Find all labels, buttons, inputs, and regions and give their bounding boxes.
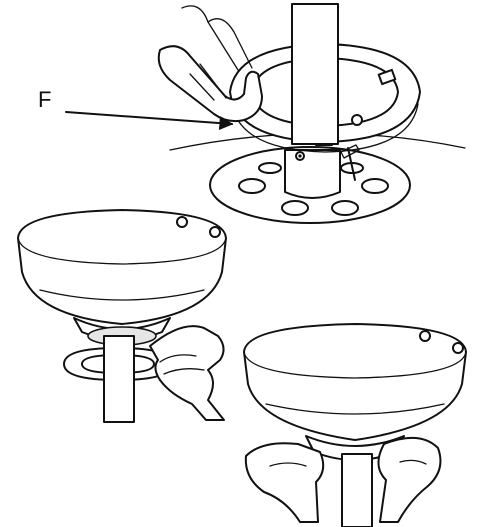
hand-right-left [244, 442, 325, 523]
canopy-left [17, 209, 227, 325]
canopy-right [243, 323, 467, 441]
downrod-right [341, 453, 373, 527]
hand-left [149, 325, 225, 421]
downrod-left [103, 335, 135, 423]
step-trim-ring-slide-illustration: F [38, 3, 466, 224]
step-lower-canopy-illustration [17, 209, 227, 423]
callout-arrow-f [65, 111, 234, 131]
step-push-canopy-illustration [243, 323, 467, 527]
hanger-ball-housing [284, 149, 341, 199]
set-screw [340, 144, 360, 181]
hand-top [157, 5, 263, 123]
callout-label-f: F [38, 87, 51, 112]
hand-right-right [377, 437, 442, 523]
downrod-top [291, 3, 339, 145]
